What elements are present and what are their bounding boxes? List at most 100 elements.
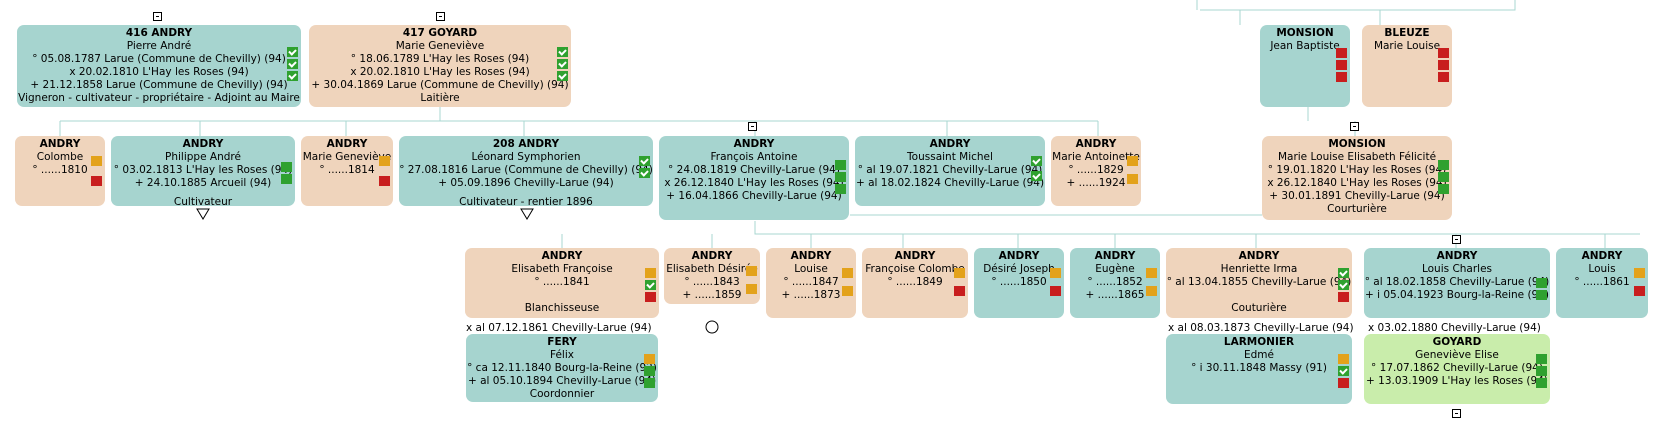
- given-name: Françoise Colombe: [865, 263, 965, 275]
- toggle-icon[interactable]: [436, 12, 445, 21]
- triangle-down-icon[interactable]: [520, 208, 534, 220]
- toggle-icon[interactable]: [1350, 122, 1359, 131]
- source-partial-icon: [1127, 156, 1138, 166]
- source-ok-icon: [835, 172, 846, 182]
- person-card-marie-genevieve-andry[interactable]: ANDRY Marie Geneviève ° ......1814: [301, 136, 393, 206]
- source-ok-icon: [1536, 354, 1547, 364]
- birth: ° ......1810: [32, 164, 88, 176]
- person-card-elisabeth-desiree[interactable]: ANDRY Elisabeth Désirée ° ......1843 + .…: [664, 248, 760, 304]
- given-name: Pierre André: [126, 40, 192, 52]
- source-ok-icon: [557, 59, 568, 69]
- person-card-larmonier-edme[interactable]: LARMONIER Edmé ° i 30.11.1848 Massy (91): [1166, 334, 1352, 404]
- source-partial-icon: [1146, 268, 1157, 278]
- source-missing-icon: [954, 286, 965, 296]
- toggle-icon[interactable]: [1452, 409, 1461, 418]
- person-card-fery-felix[interactable]: FERY Félix ° ca 12.11.1840 Bourg-la-Rein…: [466, 334, 658, 402]
- marriage: x 20.02.1810 L'Hay les Roses (94): [69, 66, 249, 78]
- person-card-colombe[interactable]: ANDRY Colombe ° ......1810: [15, 136, 105, 206]
- triangle-down-icon[interactable]: [196, 208, 210, 220]
- person-name: ANDRY: [326, 138, 368, 150]
- source-marks: [835, 160, 847, 196]
- source-marks: [746, 266, 758, 296]
- person-card-louise[interactable]: ANDRY Louise ° ......1847 + ......1873: [766, 248, 856, 318]
- person-card-marie-genevieve-goyard[interactable]: 417 GOYARD Marie Geneviève ° 18.06.1789 …: [309, 25, 571, 107]
- source-marks: [281, 162, 293, 186]
- person-card-francois-antoine[interactable]: ANDRY François Antoine ° 24.08.1819 Chev…: [659, 136, 849, 220]
- occupation: Courturière: [1327, 203, 1387, 215]
- given-name: Jean Baptiste: [1270, 40, 1340, 52]
- given-name: François Antoine: [710, 151, 798, 163]
- given-name: Marie Geneviève: [395, 40, 485, 52]
- toggle-icon[interactable]: [748, 122, 757, 131]
- source-partial-icon: [746, 284, 757, 294]
- circle-icon[interactable]: [705, 320, 719, 334]
- person-card-leonard-symphorien[interactable]: 208 ANDRY Léonard Symphorien ° 27.08.181…: [399, 136, 653, 208]
- given-name: Elisabeth Désirée: [666, 263, 758, 275]
- person-card-elisabeth-francoise[interactable]: ANDRY Elisabeth Françoise ° ......1841 B…: [465, 248, 659, 318]
- occupation: Laitière: [420, 92, 460, 104]
- given-name: Louis Charles: [1421, 263, 1493, 275]
- person-name: ANDRY: [39, 138, 81, 150]
- person-card-bleuze-marie-louise[interactable]: BLEUZE Marie Louise: [1362, 25, 1452, 107]
- source-missing-icon: [645, 292, 656, 302]
- death: + al 05.10.1894 Chevilly-Larue (94): [467, 375, 657, 387]
- birth: ° 17.07.1862 Chevilly-Larue (94): [1371, 362, 1543, 374]
- person-name: 208 ANDRY: [492, 138, 560, 150]
- source-missing-icon: [1438, 48, 1449, 58]
- marriage-line-goyard: x 03.02.1880 Chevilly-Larue (94): [1368, 322, 1541, 334]
- person-name: ANDRY: [1238, 250, 1280, 262]
- person-name: ANDRY: [894, 250, 936, 262]
- given-name: Edmé: [1244, 349, 1274, 361]
- birth: ° ......1849: [887, 276, 943, 288]
- person-card-henriette-irma[interactable]: ANDRY Henriette Irma ° al 13.04.1855 Che…: [1166, 248, 1352, 318]
- death: + 16.04.1866 Chevilly-Larue (94): [666, 190, 842, 202]
- person-card-goyard-genevieve-elise[interactable]: GOYARD Geneviève Elise ° 17.07.1862 Chev…: [1364, 334, 1550, 404]
- person-card-louis-charles[interactable]: ANDRY Louis Charles ° al 18.02.1858 Chev…: [1364, 248, 1550, 318]
- source-marks: [1127, 156, 1139, 186]
- person-card-marie-louise-monsion[interactable]: MONSION Marie Louise Elisabeth Félicité …: [1262, 136, 1452, 220]
- given-name: Colombe: [36, 151, 84, 163]
- source-ok-icon: [287, 47, 298, 57]
- source-marks: [1336, 48, 1348, 84]
- source-ok-icon: [645, 280, 656, 290]
- source-missing-icon: [1336, 72, 1347, 82]
- source-marks: [1338, 354, 1350, 390]
- given-name: Elisabeth Françoise: [511, 263, 613, 275]
- source-ok-icon: [1536, 278, 1547, 288]
- person-card-philippe-andre[interactable]: ANDRY Philippe André ° 03.02.1813 L'Hay …: [111, 136, 295, 208]
- person-card-eugene[interactable]: ANDRY Eugène ° ......1852 + ......1865: [1070, 248, 1160, 318]
- person-card-francoise-colombe[interactable]: ANDRY Françoise Colombe ° ......1849: [862, 248, 968, 318]
- person-name: ANDRY: [733, 138, 775, 150]
- toggle-icon[interactable]: [1452, 235, 1461, 244]
- source-partial-icon: [954, 268, 965, 278]
- person-card-pierre-andry[interactable]: 416 ANDRY Pierre André ° 05.08.1787 Laru…: [17, 25, 301, 107]
- death: + ......1865: [1085, 289, 1145, 301]
- source-missing-icon: [379, 176, 390, 186]
- source-ok-icon: [1438, 160, 1449, 170]
- person-name: 416 ANDRY: [125, 27, 193, 39]
- toggle-icon[interactable]: [153, 12, 162, 21]
- source-marks: [1438, 160, 1450, 196]
- person-card-toussaint-michel[interactable]: ANDRY Toussaint Michel ° al 19.07.1821 C…: [855, 136, 1045, 206]
- source-partial-icon: [1050, 268, 1061, 278]
- person-card-louis[interactable]: ANDRY Louis ° ......1861: [1556, 248, 1648, 318]
- source-marks: [639, 156, 651, 180]
- source-marks: [954, 268, 966, 298]
- source-missing-icon: [91, 176, 102, 186]
- person-card-monsion-jean-baptiste[interactable]: MONSION Jean Baptiste: [1260, 25, 1350, 107]
- source-ok-icon: [1536, 366, 1547, 376]
- given-name: Marie Antoinette: [1052, 151, 1140, 163]
- source-ok-icon: [639, 156, 650, 166]
- source-partial-icon: [1634, 268, 1645, 278]
- source-marks: [379, 156, 391, 188]
- source-partial-icon: [644, 354, 655, 364]
- person-card-marie-antoinette[interactable]: ANDRY Marie Antoinette ° ......1829 + ..…: [1051, 136, 1141, 206]
- source-marks: [287, 47, 299, 83]
- source-marks: [1050, 268, 1062, 298]
- occupation: Vigneron - cultivateur - propriétaire - …: [18, 92, 300, 104]
- source-missing-icon: [1338, 378, 1349, 388]
- source-marks: [1634, 268, 1646, 298]
- person-card-desire-joseph[interactable]: ANDRY Désiré Joseph ° ......1850: [974, 248, 1064, 318]
- source-ok-icon: [1031, 156, 1042, 166]
- death: + 21.12.1858 Larue (Commune de Chevilly)…: [30, 79, 288, 91]
